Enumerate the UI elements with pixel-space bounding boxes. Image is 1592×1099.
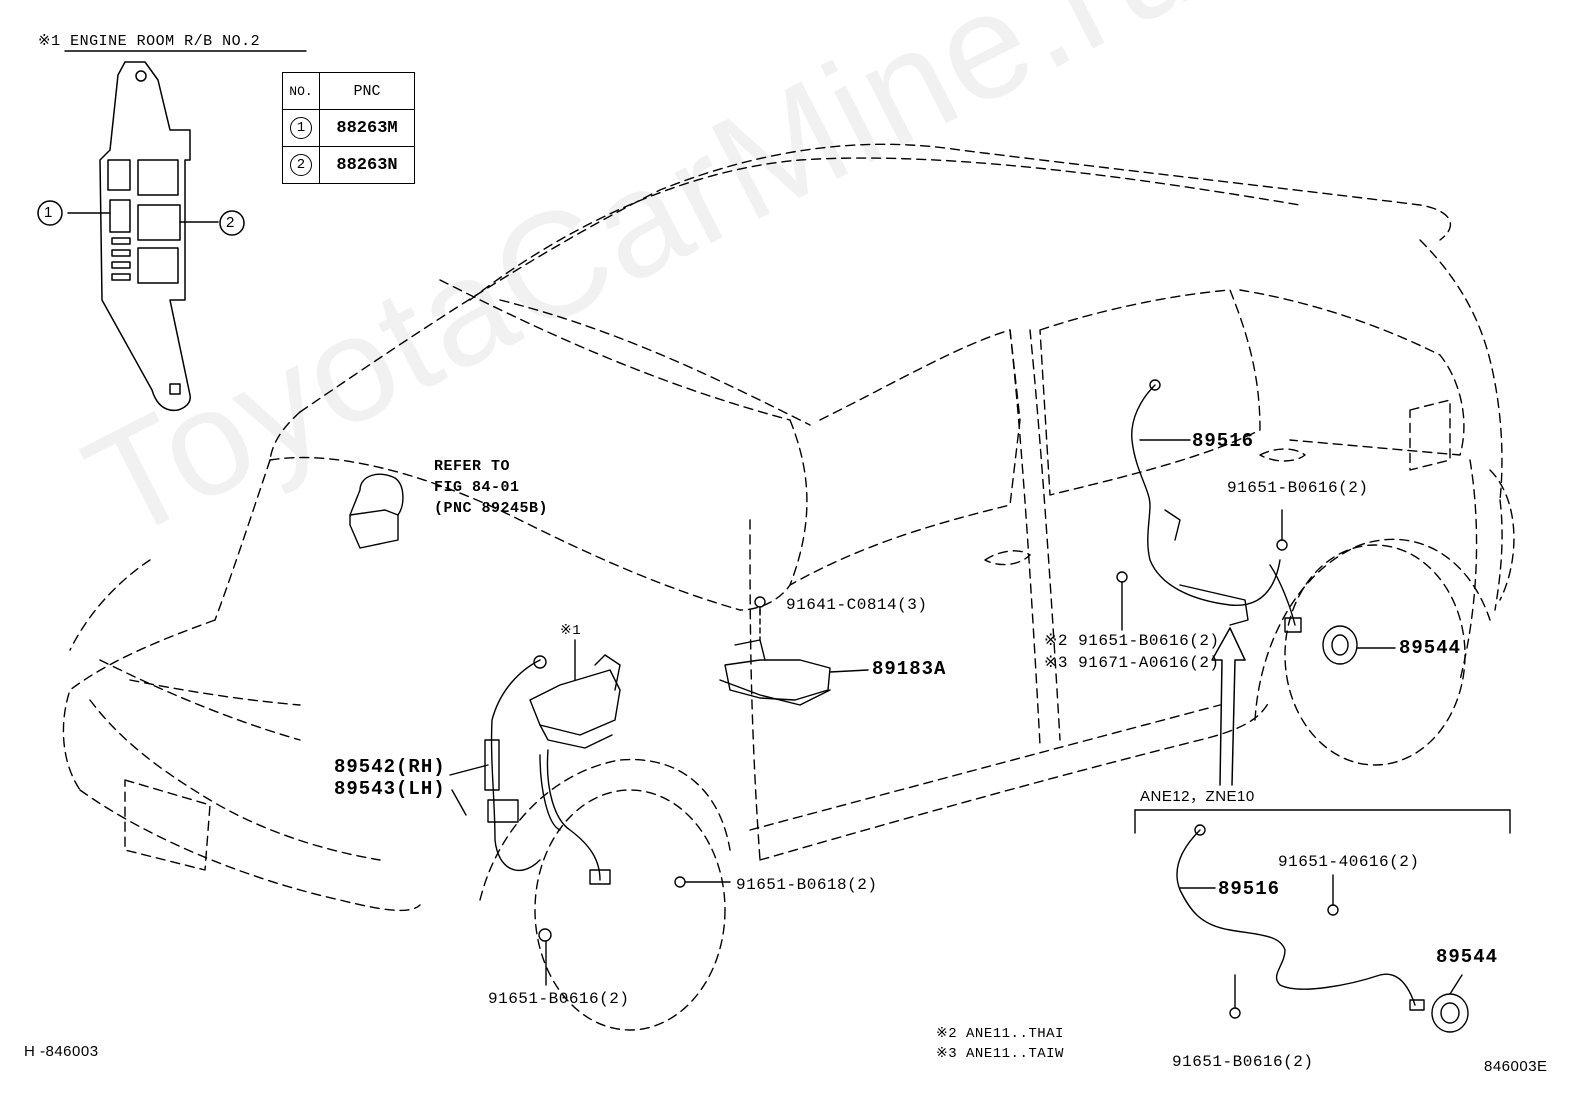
callout-2-circle	[219, 210, 245, 236]
label-91651-b0616-front: 91651-B0616(2)	[488, 990, 630, 1008]
figure-code-right: 846003E	[1484, 1058, 1548, 1075]
rear-hub-ring-top	[1322, 625, 1396, 665]
pnc-table: NO. PNC 1 88263M 2 88263N	[282, 72, 415, 184]
pnc-table-header: NO. PNC	[282, 72, 415, 110]
inset-title: ※1 ENGINE ROOM R/B NO.2	[38, 33, 261, 50]
variant-harness-part	[1176, 824, 1425, 1019]
label-note2-bolt: ※2 91651-B0616(2)	[1044, 632, 1220, 650]
rear-hub-ring-bottom	[1431, 974, 1469, 1033]
label-89544-top: 89544	[1399, 637, 1462, 659]
abs-actuator-part	[529, 639, 621, 749]
refer-line-2: FIG 84-01	[434, 479, 520, 496]
yaw-rate-sensor-part	[349, 473, 404, 549]
row-no: 2	[290, 154, 312, 176]
front-sensor-harness-part	[449, 655, 611, 885]
label-89542-rh: 89542(RH)	[334, 756, 446, 778]
label-91651-40616: 91651-40616(2)	[1278, 853, 1420, 871]
col-pnc-header: PNC	[319, 72, 415, 110]
label-89543-lh: 89543(LH)	[334, 778, 446, 800]
label-89183a: 89183A	[872, 658, 947, 680]
callout-1-circle	[37, 200, 63, 226]
label-91651-b0616-bottom: 91651-B0616(2)	[1172, 1053, 1314, 1071]
footnote-3: ※3 ANE11..TAIW	[936, 1046, 1064, 1062]
row-pnc: 88263N	[319, 146, 415, 184]
label-91641-c0814: 91641-C0814(3)	[786, 596, 928, 614]
col-no-header: NO.	[282, 72, 320, 110]
row-pnc: 88263M	[319, 109, 415, 147]
rear-sensor-harness-part	[1116, 379, 1302, 633]
label-91651-b0616-top: 91651-B0616(2)	[1227, 479, 1369, 497]
relay-block-inset	[37, 61, 245, 412]
refer-line-3: (PNC 89245B)	[434, 500, 549, 517]
label-note1-marker: ※1	[560, 623, 582, 639]
label-89516-top: 89516	[1192, 430, 1255, 452]
car-body-outline	[62, 143, 1515, 1031]
label-91651-b0618: 91651-B0618(2)	[736, 876, 878, 894]
variant-bracket	[1134, 809, 1511, 834]
front-bolts	[538, 876, 731, 986]
table-row: 2 88263N	[282, 146, 415, 184]
table-row: 1 88263M	[282, 109, 415, 147]
label-89544-bottom: 89544	[1436, 946, 1499, 968]
row-no: 1	[290, 117, 312, 139]
abs-computer-part	[719, 596, 869, 706]
label-89516-bottom: 89516	[1218, 878, 1281, 900]
callout-2: 2	[226, 214, 235, 231]
callout-1: 1	[44, 204, 53, 221]
refer-line-1: REFER TO	[434, 458, 511, 475]
variant-header: ANE12，ZNE10	[1140, 788, 1255, 805]
figure-code-left: H -846003	[24, 1043, 99, 1060]
footnote-2: ※2 ANE11..THAI	[936, 1026, 1064, 1042]
label-note3-bolt: ※3 91671-A0616(2)	[1044, 654, 1220, 672]
variant-arrow	[1211, 627, 1246, 786]
